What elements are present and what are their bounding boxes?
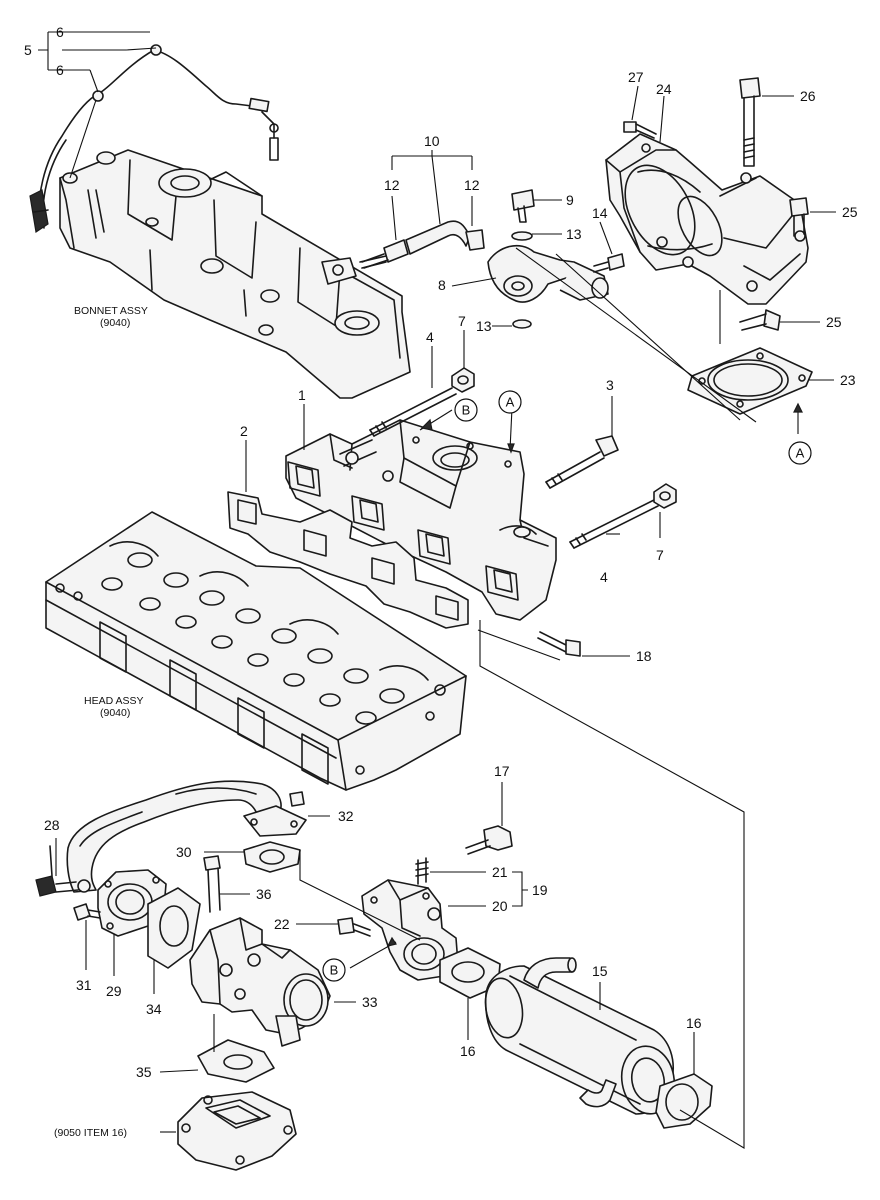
- callout-19: 19: [532, 882, 548, 898]
- egr-cooler-15: [439, 947, 713, 1129]
- callout-18: 18: [636, 648, 652, 664]
- callout-6: 6: [56, 62, 64, 78]
- callout-32: 32: [338, 808, 354, 824]
- callout-24: 24: [656, 81, 672, 97]
- callout-15: 15: [592, 963, 608, 979]
- callout-30: 30: [176, 844, 192, 860]
- intake-manifold-1: [285, 367, 677, 657]
- callout-3: 3: [606, 377, 614, 393]
- bonnet-assy-label: BONNET ASSY: [74, 305, 148, 317]
- callout-25: 25: [842, 204, 858, 220]
- callout-13: 13: [566, 226, 582, 242]
- ref-B-bottom: B: [322, 958, 346, 982]
- callout-6: 6: [56, 24, 64, 40]
- egr-pipe-fitting-8: [487, 189, 625, 329]
- intake-elbow-24: [605, 77, 813, 415]
- callout-17: 17: [494, 763, 510, 779]
- callout-13: 13: [476, 318, 492, 334]
- egr-joint-20: [337, 825, 513, 981]
- svg-text:A: A: [506, 395, 515, 410]
- callout-1: 1: [298, 387, 306, 403]
- assembly-labels: BONNET ASSY (9040) HEAD ASSY (9040) (905…: [54, 305, 148, 1139]
- callout-16: 16: [460, 1043, 476, 1059]
- ref-A-top: A: [498, 390, 522, 414]
- callout-33: 33: [362, 994, 378, 1010]
- egr-pipe: [35, 780, 307, 969]
- callout-34: 34: [146, 1001, 162, 1017]
- callout-7: 7: [458, 313, 466, 329]
- ref-A-right: A: [788, 441, 812, 465]
- callout-10: 10: [424, 133, 440, 149]
- pipe-10: [361, 220, 485, 269]
- svg-text:A: A: [796, 446, 805, 461]
- bonnet-assy-ref: (9040): [100, 317, 130, 329]
- svg-text:B: B: [462, 403, 471, 418]
- callout-5: 5: [24, 42, 32, 58]
- ref-B-top: B: [454, 398, 478, 422]
- callout-9: 9: [566, 192, 574, 208]
- callout-16: 16: [686, 1015, 702, 1031]
- callout-23: 23: [840, 372, 856, 388]
- callout-12: 12: [464, 177, 480, 193]
- item-ref-label: (9050 ITEM 16): [54, 1127, 127, 1139]
- svg-text:B: B: [330, 963, 339, 978]
- leader-lines: [38, 31, 836, 1149]
- head-assy: [45, 511, 467, 791]
- head-assy-ref: (9040): [100, 707, 130, 719]
- bonnet-assy: [59, 149, 411, 399]
- callout-numbers: 5 6 6 10 12 12 9 13 13 14 8 27 24 26 25 …: [24, 24, 858, 1080]
- callout-29: 29: [106, 983, 122, 999]
- manifold-gasket-2: [227, 491, 469, 629]
- callout-4: 4: [426, 329, 434, 345]
- callout-26: 26: [800, 88, 816, 104]
- callout-35: 35: [136, 1064, 152, 1080]
- callout-25: 25: [826, 314, 842, 330]
- egr-valve-33: [177, 855, 331, 1171]
- callout-21: 21: [492, 864, 508, 880]
- callout-20: 20: [492, 898, 508, 914]
- callout-8: 8: [438, 277, 446, 293]
- ref-markers: A B A B: [322, 390, 812, 982]
- callout-28: 28: [44, 817, 60, 833]
- callout-12: 12: [384, 177, 400, 193]
- callout-27: 27: [628, 69, 644, 85]
- callout-36: 36: [256, 886, 272, 902]
- callout-4: 4: [600, 569, 608, 585]
- callout-2: 2: [240, 423, 248, 439]
- callout-7: 7: [656, 547, 664, 563]
- callout-14: 14: [592, 205, 608, 221]
- sensor-harness: [29, 44, 279, 234]
- callout-31: 31: [76, 977, 92, 993]
- head-assy-label: HEAD ASSY: [84, 695, 144, 707]
- callout-22: 22: [274, 916, 290, 932]
